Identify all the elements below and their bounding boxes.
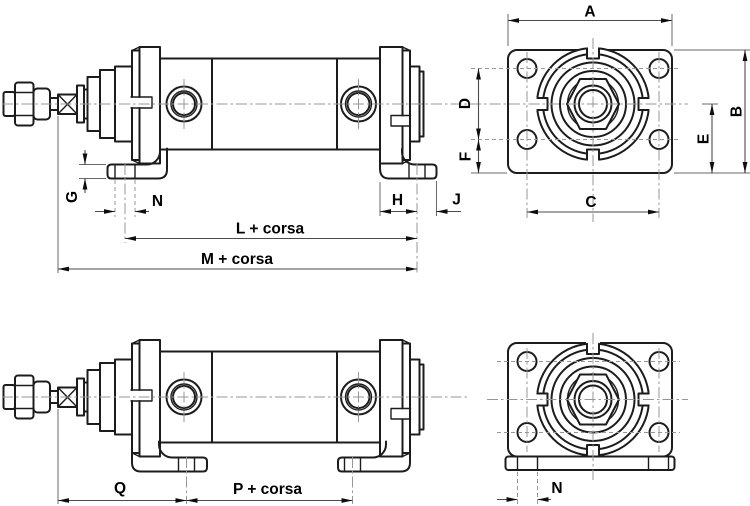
dim-label-n: N bbox=[152, 193, 163, 210]
centerlines bbox=[2, 38, 688, 506]
foot-bracket-front-inward bbox=[131, 440, 208, 473]
dim-label-c: C bbox=[585, 194, 596, 211]
tie-rod-notch-mask bbox=[130, 97, 152, 108]
foot-bracket-front bbox=[106, 147, 168, 180]
dim-e: E bbox=[696, 103, 718, 173]
dim-n: N bbox=[95, 193, 163, 214]
dim-d: D bbox=[457, 68, 481, 140]
top-side-view bbox=[2, 46, 438, 180]
tie-rod-notch bbox=[130, 96, 153, 109]
dim-f: F bbox=[458, 139, 507, 174]
tie-rod-notch bbox=[390, 114, 412, 127]
dim-label-l: L + corsa bbox=[236, 221, 305, 238]
dim-label-q: Q bbox=[114, 480, 126, 497]
front-flange bbox=[130, 46, 161, 165]
dim-c: C bbox=[527, 194, 659, 215]
dim-j: J bbox=[436, 181, 461, 216]
dim-p: P + corsa bbox=[186, 481, 353, 503]
rear-flange bbox=[379, 339, 412, 458]
dim-label-b: B bbox=[729, 106, 746, 117]
dim-label-p: P + corsa bbox=[233, 481, 302, 498]
dim-m: M + corsa bbox=[57, 116, 417, 273]
dim-label-g: G bbox=[64, 191, 81, 203]
top-front-view bbox=[507, 45, 673, 174]
dim-l: L + corsa bbox=[125, 221, 417, 241]
front-flange bbox=[130, 339, 161, 458]
dim-label-e: E bbox=[696, 134, 713, 144]
foot-strip bbox=[504, 455, 676, 471]
bottom-front-view bbox=[504, 341, 676, 471]
dim-label-n-bottom: N bbox=[551, 480, 562, 497]
dim-g: G bbox=[64, 150, 106, 203]
foot-bracket-rear-inward bbox=[337, 440, 411, 473]
foot-bracket-rear bbox=[379, 147, 438, 180]
dim-label-f: F bbox=[458, 152, 475, 161]
dim-label-h: H bbox=[392, 192, 403, 209]
rear-flange bbox=[379, 46, 412, 165]
dim-label-m: M + corsa bbox=[201, 251, 273, 268]
dimension-layer: G N H J L + corsa bbox=[57, 4, 750, 504]
dim-label-d: D bbox=[457, 98, 474, 109]
bottom-side-view bbox=[2, 339, 425, 473]
dim-q: Q bbox=[57, 409, 187, 504]
dim-h: H bbox=[379, 182, 417, 216]
dim-label-a: A bbox=[584, 4, 595, 21]
dim-n-bottom: N bbox=[497, 480, 563, 502]
dim-label-j: J bbox=[452, 192, 461, 209]
dim-a: A bbox=[507, 4, 673, 46]
